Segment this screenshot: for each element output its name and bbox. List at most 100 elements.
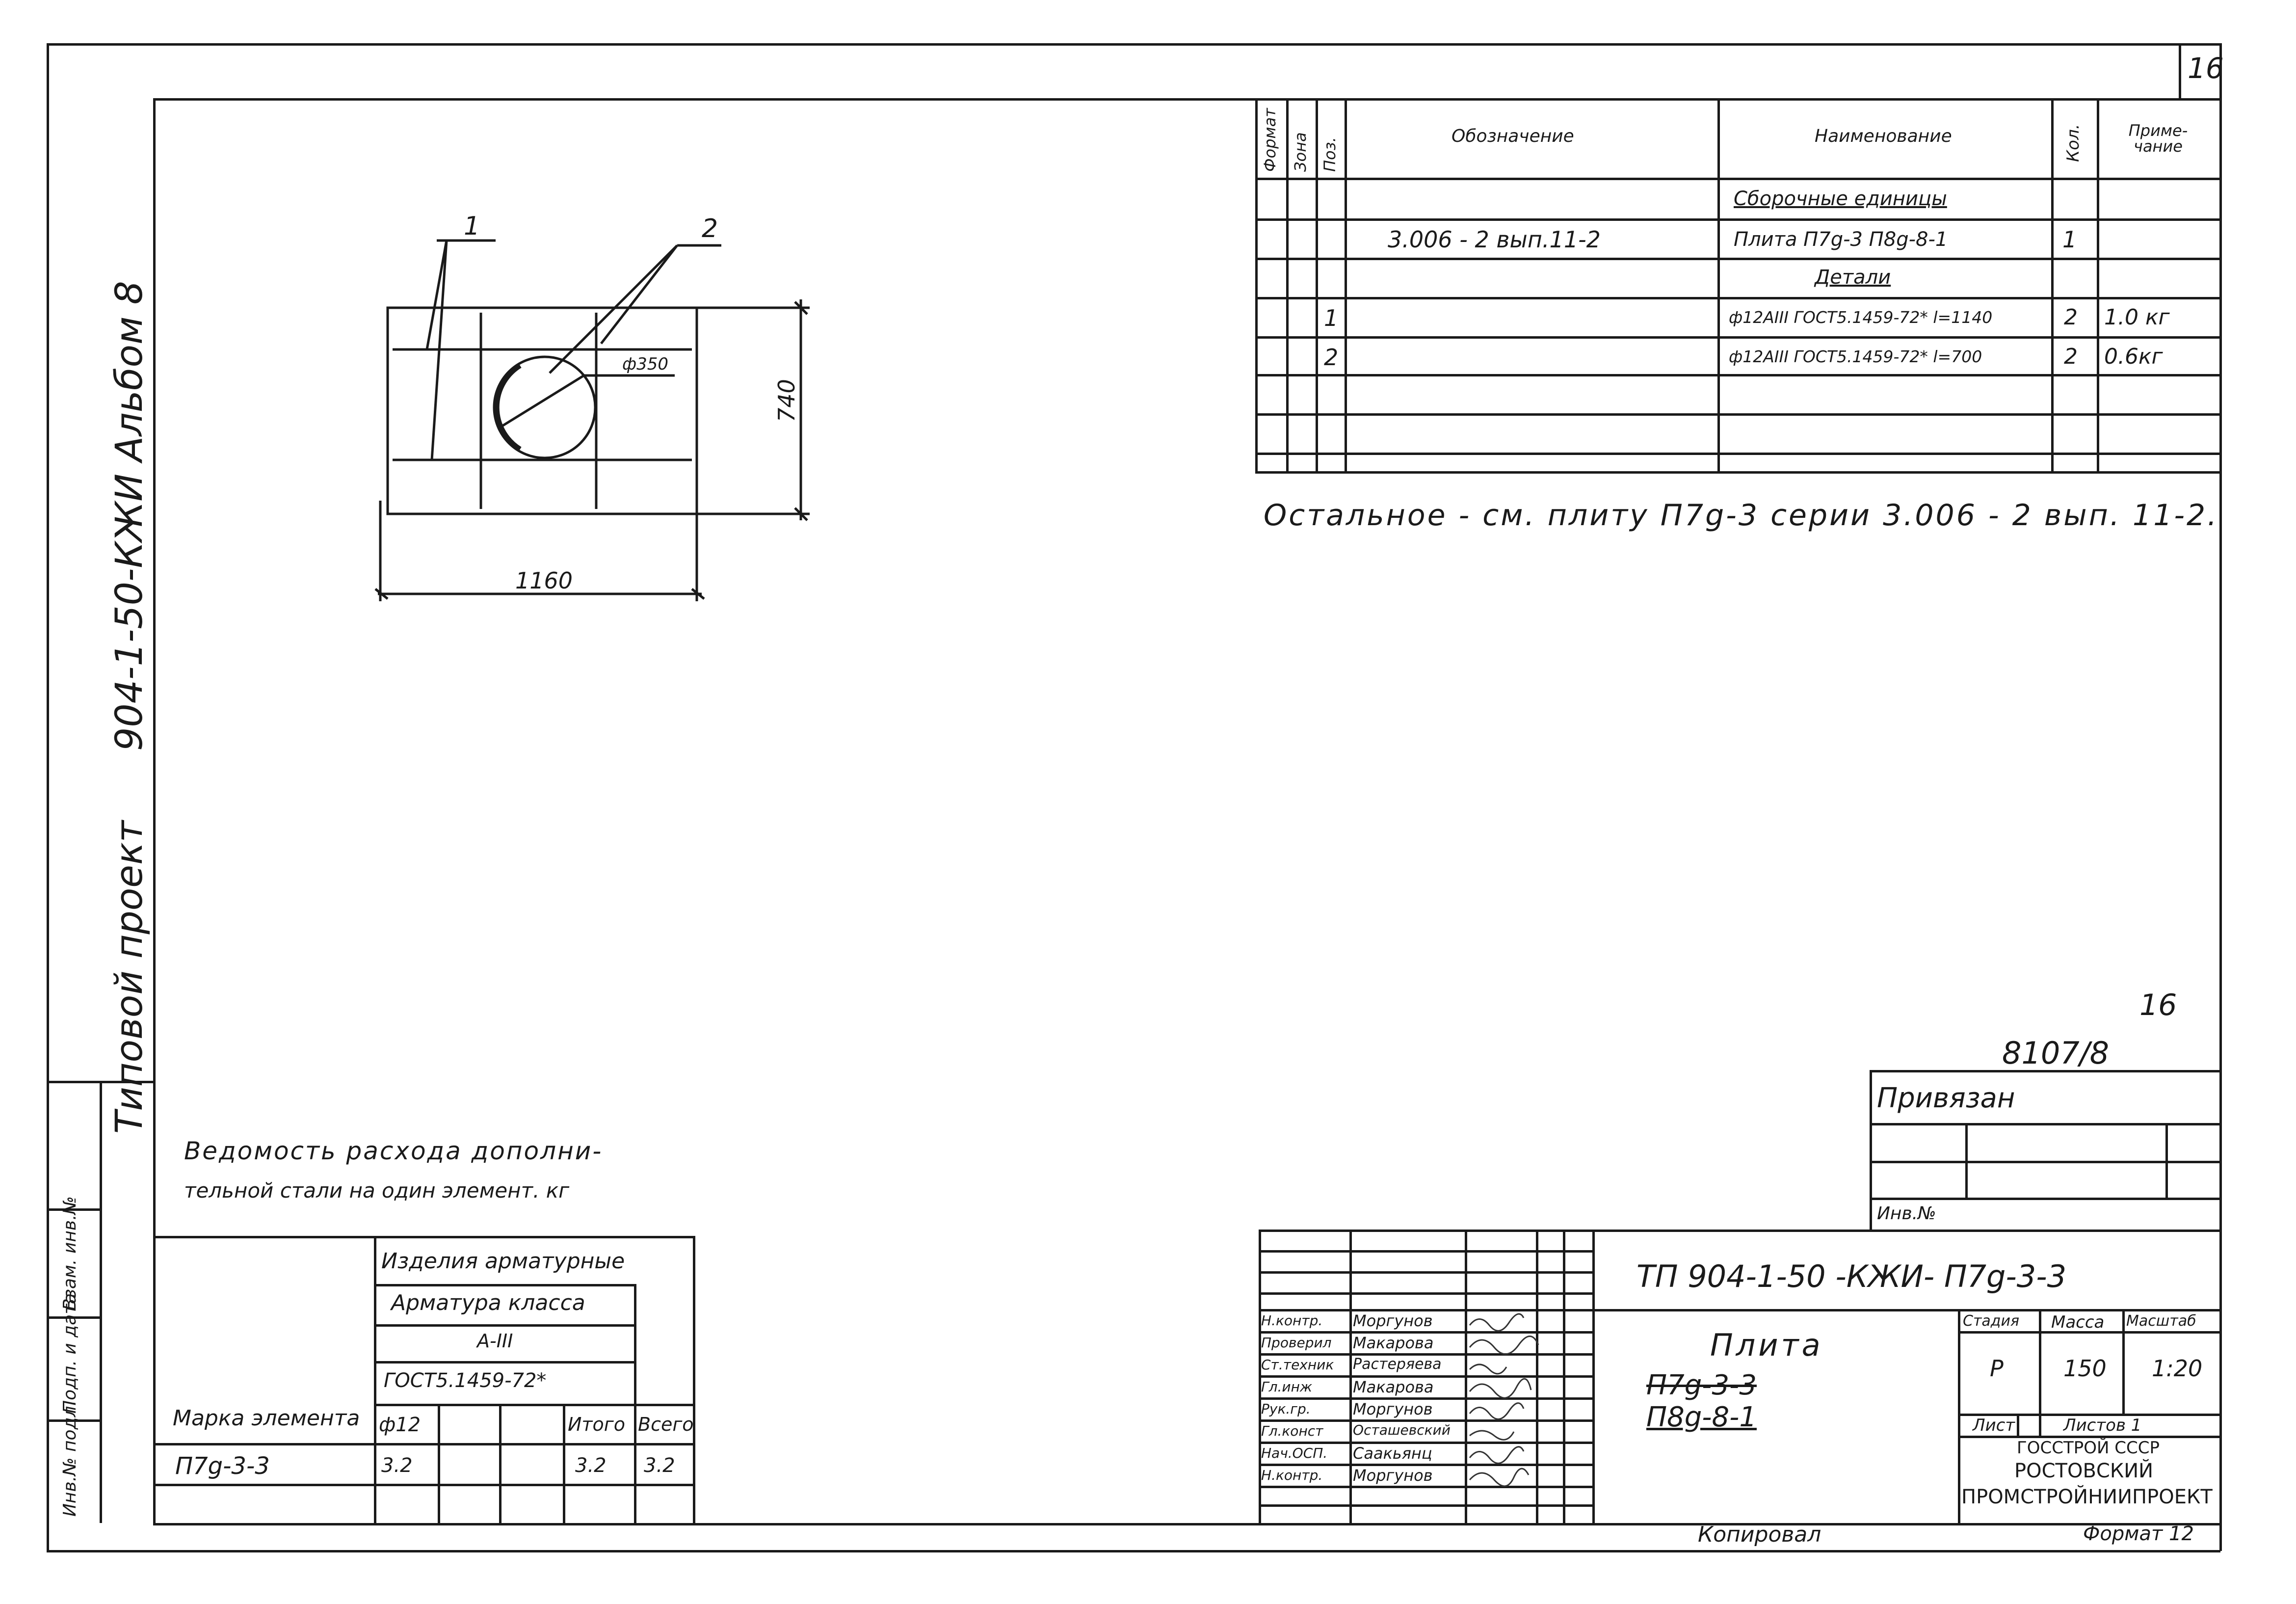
- person-role: Проверил: [1261, 1335, 1332, 1351]
- spec-row-line: [1255, 336, 2219, 339]
- binding-label: Привязан: [1877, 1082, 2015, 1114]
- tb-line: [1958, 1414, 2219, 1416]
- spec-col-line: [2051, 98, 2054, 472]
- tick-bottom: [794, 507, 808, 521]
- steel-header-gost: ГОСТ5.1459-72*: [384, 1369, 547, 1392]
- tb-line: [1349, 1230, 1352, 1523]
- tb-line: [1259, 1419, 1592, 1422]
- person-name: Моргунов: [1353, 1400, 1433, 1418]
- tb-line: [1259, 1271, 1592, 1274]
- spec-header-designation: Обозначение: [1451, 126, 1574, 146]
- spec-row-5-note: 0.6кг: [2104, 344, 2163, 369]
- spec-col-line: [1255, 98, 1258, 472]
- person-role: Н.контр.: [1261, 1312, 1323, 1329]
- sheets-label: Листов 1: [2063, 1416, 2142, 1435]
- spec-header-format: Формат: [1261, 108, 1279, 172]
- signature: [1469, 1378, 1532, 1399]
- spec-row-2-designation: 3.006 - 2 вып.11-2: [1388, 226, 1601, 253]
- tb-line: [2039, 1309, 2041, 1436]
- tick-right: [691, 588, 705, 600]
- spec-row-5-name: ф12АIII ГОСТ5.1459-72* l=700: [1729, 347, 1982, 366]
- steel-line: [374, 1404, 693, 1406]
- binding-line: [1870, 1070, 1872, 1230]
- spec-col-line: [1286, 98, 1289, 472]
- spec-row-1-name: Сборочные единицы: [1734, 187, 1947, 210]
- title-block-code: ТП 904-1-50 -КЖИ- П7g-3-3: [1636, 1258, 2067, 1294]
- steel-row-itogo: 3.2: [575, 1454, 607, 1477]
- signature: [1469, 1363, 1507, 1375]
- steel-line: [693, 1236, 695, 1523]
- person-role: Гл.инж: [1261, 1379, 1313, 1395]
- person-role: Нач.ОСП.: [1261, 1445, 1328, 1461]
- leader-2-a: [549, 244, 678, 374]
- binding-line: [2165, 1123, 2168, 1198]
- signature: [1469, 1468, 1530, 1487]
- tb-line: [1259, 1230, 2219, 1232]
- tb-line: [1259, 1250, 1592, 1253]
- steel-title-line1: Ведомость расхода дополни-: [184, 1137, 603, 1165]
- signature: [1469, 1430, 1515, 1441]
- spec-footnote: Остальное - см. плиту П7g-3 серии 3.006 …: [1264, 498, 2219, 533]
- binding-inv: Инв.№: [1877, 1203, 1936, 1224]
- mass-value: 150: [2063, 1355, 2107, 1382]
- person-name: Макарова: [1353, 1378, 1434, 1396]
- spec-row-4-pos: 1: [1324, 305, 1339, 331]
- binding-line: [1965, 1123, 1968, 1198]
- binding-line: [1870, 1123, 2219, 1125]
- opening-arc: [494, 363, 522, 452]
- leader-1-label: 1: [464, 212, 480, 241]
- outer-frame-top: [47, 43, 2220, 46]
- spec-row-line: [1255, 218, 2219, 221]
- steel-header-grade: А-III: [477, 1330, 513, 1352]
- stage-value: Р: [1990, 1355, 2004, 1382]
- sheet-label: Лист: [1973, 1416, 2015, 1435]
- scale-value: 1:20: [2152, 1355, 2203, 1382]
- leader-2-label: 2: [702, 214, 718, 243]
- leader-1-b: [430, 240, 448, 460]
- spec-header-name: Наименование: [1815, 126, 1952, 146]
- person-name: Моргунов: [1353, 1466, 1433, 1485]
- tb-line: [2017, 1414, 2019, 1436]
- spec-header-note: Приме-чание: [2128, 121, 2188, 156]
- binding-line: [1870, 1070, 2219, 1072]
- person-role: Гл.конст: [1261, 1423, 1323, 1439]
- sheet-corner-number: 16: [2188, 52, 2224, 85]
- spec-row-2-qty: 1: [2062, 226, 2077, 253]
- spec-header-qty: Кол.: [2063, 124, 2083, 162]
- steel-header-class: Арматура класса: [391, 1290, 585, 1315]
- signature: [1469, 1313, 1525, 1332]
- tb-line: [1465, 1230, 1467, 1523]
- side-stamp-col: [100, 1081, 102, 1523]
- tb-line: [1259, 1397, 1592, 1400]
- inner-frame-top: [153, 98, 2219, 101]
- title-block-name: Плита: [1710, 1327, 1823, 1363]
- spec-col-line: [1717, 98, 1720, 472]
- corner-box-left: [2179, 43, 2181, 98]
- scale-label: Масштаб: [2126, 1312, 2196, 1330]
- width-dimension-label: 1160: [515, 567, 573, 594]
- spec-row-line: [1255, 413, 2219, 416]
- copied-label: Копировал: [1698, 1522, 1821, 1547]
- spec-row-4-qty: 2: [2064, 305, 2078, 330]
- tb-line: [1259, 1309, 2219, 1311]
- person-role: Ст.техник: [1261, 1357, 1334, 1373]
- binding-line: [1870, 1198, 2219, 1200]
- person-name: Растеряева: [1353, 1356, 1442, 1373]
- outer-frame-bottom: [47, 1550, 2220, 1552]
- spec-header-pos: Поз.: [1320, 137, 1339, 172]
- spec-table: Формат Зона Поз. Обозначение Наименовани…: [1255, 98, 2219, 474]
- tb-line: [1259, 1375, 1592, 1378]
- tb-line: [1536, 1230, 1538, 1523]
- tb-line: [1259, 1331, 1592, 1334]
- spec-row-line: [1255, 258, 2219, 260]
- steel-col-d: ф12: [379, 1414, 421, 1436]
- mass-label: Масса: [2051, 1312, 2105, 1332]
- spec-row-4-note: 1.0 кг: [2104, 305, 2170, 330]
- inner-frame-left: [153, 98, 156, 1523]
- side-stamp-row-line: [47, 1419, 100, 1422]
- spec-header-zone: Зона: [1291, 132, 1310, 172]
- binding-line: [1870, 1161, 2219, 1163]
